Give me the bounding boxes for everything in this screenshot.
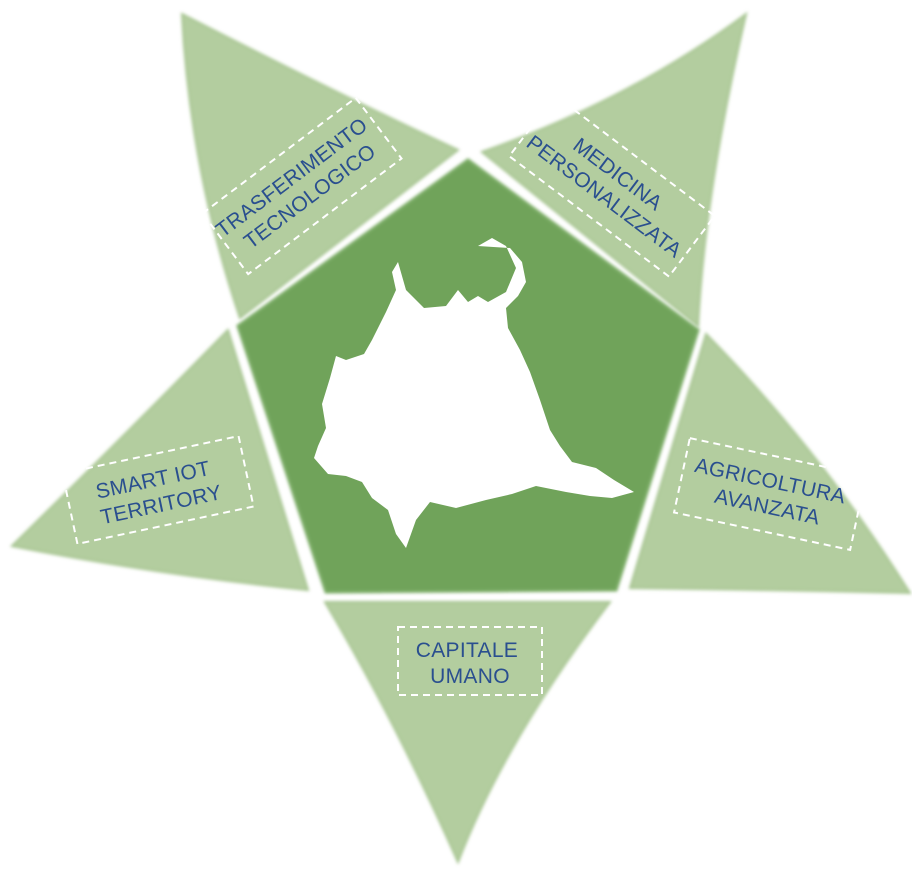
label-box-capitale <box>397 626 543 696</box>
petal-medicina <box>479 11 748 329</box>
petal-agricoltura <box>628 332 912 595</box>
region-map-shape <box>314 238 634 548</box>
label-line-capitale-2: UMANO <box>430 665 510 688</box>
label-box-agricoltura <box>672 436 868 552</box>
label-capitale: CAPITALE UMANO <box>397 626 543 696</box>
label-line-capitale-1: CAPITALE <box>416 639 518 662</box>
petal-capitale <box>323 601 613 865</box>
petal-trasferimento <box>180 12 460 320</box>
svg-text:CAPITALE UMANO: CAPITALE UMANO <box>416 639 525 688</box>
petals <box>9 11 912 865</box>
label-box-trasferimento <box>201 96 403 276</box>
label-box-medicina <box>507 94 717 278</box>
